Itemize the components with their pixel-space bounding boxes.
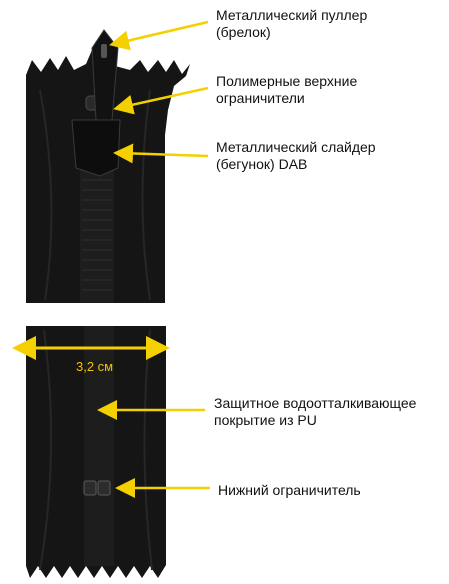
slider-callout-line1: Металлический слайдер	[216, 139, 376, 155]
puller-arrow	[109, 20, 209, 51]
puller-callout: Металлический пуллер (брелок)	[216, 7, 367, 41]
top-stops-callout-line2: ограничители	[216, 90, 305, 106]
slider-callout: Металлический слайдер (бегунок) DAB	[216, 139, 376, 173]
top-stops-callout-line1: Полимерные верхние	[216, 73, 358, 89]
coating-callout-line1: Защитное водоотталкивающее	[214, 395, 417, 411]
top-stops-callout: Полимерные верхние ограничители	[216, 73, 357, 107]
puller-callout-line2: (брелок)	[216, 24, 271, 40]
coating-callout-line2: покрытие из PU	[214, 412, 317, 428]
slider-callout-line2: (бегунок) DAB	[216, 156, 308, 172]
bottom-stop-callout: Нижний ограничитель	[218, 482, 361, 499]
width-dimension-label: 3,2 см	[76, 359, 114, 374]
coating-callout: Защитное водоотталкивающее покрытие из P…	[214, 395, 416, 429]
top-stops-arrow	[113, 86, 209, 115]
bottom-stop-callout-line1: Нижний ограничитель	[218, 482, 361, 498]
puller-callout-line1: Металлический пуллер	[216, 7, 368, 23]
zipper-top-section	[26, 29, 190, 303]
zipper-bottom-section	[26, 326, 166, 578]
slider-arrow	[113, 143, 209, 164]
